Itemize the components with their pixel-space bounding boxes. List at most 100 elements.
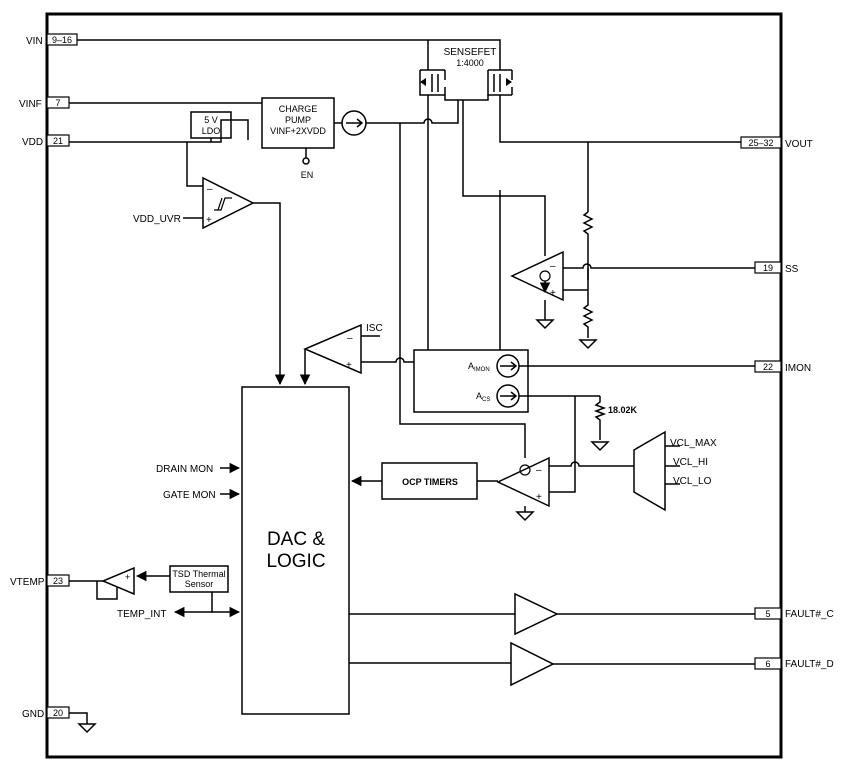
ocp-timers-block: [381, 462, 478, 500]
vcl-max-label: VCL_MAX: [670, 438, 717, 449]
pin-fault-c: 5 FAULT#_C: [754, 607, 834, 620]
sensefet-gate-bus: [444, 95, 489, 101]
svg-text:+: +: [346, 360, 352, 371]
charge-pump-line1: CHARGE: [279, 104, 318, 114]
ss-amplifier: [510, 250, 564, 302]
ldo-label: LDO: [202, 126, 221, 136]
pin-fault-d-number: 6: [765, 659, 770, 669]
pin-ss-label: SS: [785, 264, 799, 275]
ss-resistor-top: [582, 211, 594, 258]
ocp-sense-wire: [549, 396, 576, 493]
ocp-comparator: [496, 456, 550, 508]
pin-vtemp-number: 23: [53, 576, 63, 586]
vcl-hi-label: VCL_HI: [673, 457, 708, 468]
temp-int-label: TEMP_INT: [117, 609, 166, 620]
svg-text:–: –: [550, 261, 556, 272]
svg-text:–: –: [536, 465, 542, 476]
ground-ss-amp-icon: [535, 319, 555, 330]
ground-cs-icon: [590, 441, 610, 452]
pin-imon-number: 22: [763, 362, 773, 372]
pin-vinf-label: VINF: [19, 99, 42, 110]
a-cs-label: ACS: [476, 391, 490, 403]
ground-icon: [77, 723, 97, 734]
en-pin-icon: [302, 157, 310, 165]
pin-vdd-number: 21: [53, 136, 63, 146]
sense-wire-d: [399, 123, 526, 458]
uvr-to-logic-wire: [253, 202, 286, 386]
drain-mon-label: DRAIN MON: [156, 464, 213, 475]
isc-input-wire: [361, 357, 414, 363]
vdd-uvr-label: VDD_UVR: [133, 214, 181, 225]
fet-diode-left-icon: [420, 78, 426, 86]
uvr-comparator: [202, 176, 255, 230]
isc-comparator: [303, 323, 362, 375]
svg-text:+: +: [536, 492, 542, 503]
ground-ss-icon: [578, 339, 598, 350]
vin-rail: [77, 39, 501, 70]
sense-wire-b: [462, 100, 546, 256]
pin-vout-number: 25–32: [748, 138, 773, 148]
svg-text:+: +: [550, 288, 556, 299]
ss-wire: [563, 263, 755, 269]
ground-ocp-icon: [515, 511, 535, 522]
dac-logic-line2: LOGIC: [266, 551, 325, 572]
isc-label: ISC: [366, 323, 383, 334]
gate-drive-wire: [366, 100, 459, 124]
gate-mon-label: GATE MON: [163, 490, 216, 501]
pin-vin-number: 9–16: [52, 35, 72, 45]
gnd-wire: [69, 712, 88, 724]
vcl-mux: [633, 430, 666, 512]
en-label: EN: [301, 170, 314, 180]
tsd-line2: Sensor: [185, 579, 214, 589]
fet-diode-right-icon: [506, 78, 512, 86]
ss-resistor-bottom: [582, 268, 594, 338]
pin-vinf: VINF 7: [19, 96, 70, 110]
vout-rail: [499, 95, 741, 143]
svg-text:–: –: [207, 184, 213, 195]
pin-vinf-number: 7: [55, 98, 60, 108]
uvr-input-wire: [186, 142, 203, 187]
ocp-timers-label: OCP TIMERS: [402, 477, 458, 487]
ocp-amp-source-icon: [519, 464, 531, 476]
vcl-lo-label: VCL_LO: [673, 476, 712, 487]
pin-imon-label: IMON: [785, 363, 811, 374]
pin-gnd-label: GND: [22, 709, 44, 720]
hysteresis-icon: [214, 197, 232, 211]
pin-fault-c-label: FAULT#_C: [785, 609, 834, 620]
charge-pump-line2: PUMP: [285, 115, 311, 125]
pin-fault-c-number: 5: [765, 609, 770, 619]
charge-pump-block: [261, 97, 335, 149]
dac-logic-block: [241, 386, 350, 715]
pin-ss: 19 SS: [754, 261, 799, 275]
fault-c-buffer: [514, 592, 559, 636]
pin-vin-label: VIN: [26, 36, 43, 47]
a-imon-label: AIMON: [468, 361, 490, 373]
resistor-value: 18.02K: [608, 405, 638, 415]
sensefet-ratio: 1:4000: [456, 58, 484, 68]
pin-vtemp: VTEMP 23: [10, 574, 70, 588]
svg-text:+: +: [125, 572, 130, 582]
tsd-line1: TSD Thermal: [172, 569, 225, 579]
ldo-voltage: 5 V: [204, 115, 218, 125]
pin-fault-d-label: FAULT#_D: [785, 659, 834, 670]
pin-vtemp-label: VTEMP: [10, 577, 45, 588]
fault-d-buffer: [510, 641, 555, 687]
pin-imon: 22 IMON: [754, 360, 811, 374]
pin-vin: VIN 9–16: [26, 33, 78, 47]
pin-vdd: VDD 21: [22, 134, 70, 148]
sensefet-label: SENSEFET: [444, 47, 497, 58]
vtemp-buffer: [101, 566, 135, 596]
pin-gnd-number: 20: [53, 708, 63, 718]
svg-text:+: +: [206, 215, 212, 226]
pin-vdd-label: VDD: [22, 137, 43, 148]
pin-ss-number: 19: [763, 263, 773, 273]
dac-logic-line1: DAC &: [267, 529, 325, 550]
pin-vout-label: VOUT: [785, 139, 813, 150]
pin-vout: 25–32 VOUT: [740, 136, 813, 150]
tsd-sensor-block: [169, 565, 229, 593]
vdd-wire: [69, 119, 249, 143]
charge-pump-line3: VINF+2XVDD: [270, 126, 326, 136]
cs-resistor: [593, 396, 607, 440]
pin-fault-d: 6 FAULT#_D: [754, 657, 834, 670]
